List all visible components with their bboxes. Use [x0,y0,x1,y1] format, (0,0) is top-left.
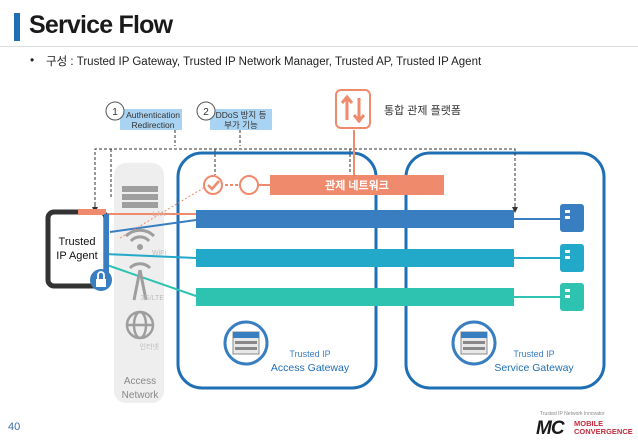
badge-ddos: 2 DDoS 방지 등 부가 기능 [196,101,272,130]
lock-icon [96,279,106,287]
title-divider [0,46,638,47]
agent-line2: IP Agent [56,250,97,262]
access-gateway-line1: Trusted IP [289,349,330,359]
badge-line1: DDoS 방지 등 [216,110,267,120]
agent-line1: Trusted [59,236,96,248]
wifi-icon [124,228,156,243]
title-accent-bar [14,13,20,41]
tunnel-teal [103,263,560,306]
service-gateway-icon [451,320,497,366]
service-gateway-box [404,151,606,390]
link-label-internet: 인터넷 [140,342,160,351]
access-network-line1: Access [124,376,156,387]
server-teal-icon [560,283,584,311]
badge-number: 2 [203,107,209,118]
logo-name: MOBILE CONVERGENCE [574,420,633,436]
badge-authentication: 1 Authentication Redirection [105,101,182,130]
logo-line1: MOBILE [574,419,604,428]
page-number: 40 [8,421,21,433]
globe-icon [125,310,155,340]
access-network-line2: Network [122,390,160,401]
control-network-bar [270,175,444,195]
lan-icon [122,186,158,208]
page-title: Service Flow [29,11,173,39]
access-gateway-box [176,151,378,390]
badge-number: 1 [112,107,118,118]
badge-line1: Authentication [126,110,180,120]
subtitle-bullet: • [30,53,35,67]
cell-tower-icon [128,262,152,301]
control-platform-label: 통합 관제 플랫폼 [384,104,461,117]
service-gateway-line2: Service Gateway [494,362,574,374]
subtitle: 구성 : Trusted IP Gateway, Trusted IP Netw… [46,56,482,68]
server-blue-icon [560,204,584,232]
logo-mark: MC [536,418,565,439]
control-platform-icon [335,89,371,129]
function-node-icon [239,175,259,195]
tunnel-cyan [103,249,560,267]
server-cyan-icon [560,244,584,272]
badge-line2: Redirection [132,120,175,130]
auth-check-icon [203,175,223,195]
logo-tagline: Trusted IP Network Innovator [540,411,605,417]
agent-tablet: Trusted IP Agent [45,209,112,291]
service-gateway-line1: Trusted IP [513,349,554,359]
access-network-panel [114,163,164,403]
access-gateway-line2: Access Gateway [271,362,350,374]
control-network-label: 관제 네트워크 [325,178,389,192]
badge-line2: 부가 기능 [224,120,258,130]
logo-line2: CONVERGENCE [574,427,633,436]
link-label-lte: 3G/LTE [140,295,164,302]
link-label-wifi: WiFi [152,250,166,257]
control-dashed-lines [94,148,516,215]
tunnel-blue [96,210,560,233]
access-gateway-icon [223,320,269,366]
link-label-lan: LAN [152,211,166,218]
